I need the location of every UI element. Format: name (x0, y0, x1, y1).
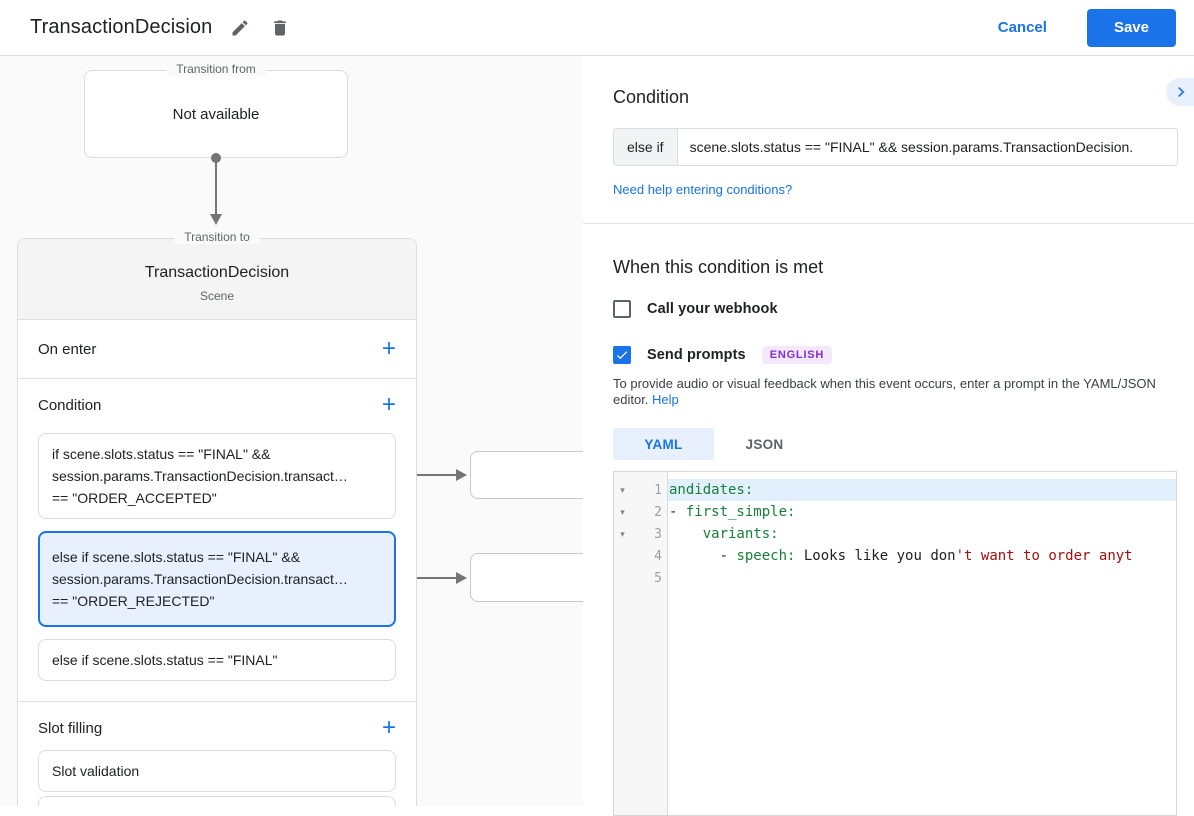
title-group: TransactionDecision (30, 16, 292, 40)
send-prompts-row: Send prompts ENGLISH (613, 346, 1194, 364)
slot-validation-card[interactable]: Slot validation (38, 750, 396, 792)
check-icon (616, 351, 628, 360)
webhook-checkbox[interactable] (613, 300, 631, 318)
transition-from-value: Not available (172, 105, 260, 123)
gutter-row: ▾ 3 (614, 523, 667, 545)
slot-card-partial[interactable] (38, 796, 396, 806)
slot-card-line: Slot validation (52, 763, 140, 779)
condition-card-line: else if scene.slots.status == "FINAL" && (52, 549, 301, 565)
line-number: 5 (654, 570, 662, 586)
condition-label: Condition (38, 396, 102, 414)
condition-input[interactable] (677, 129, 1177, 165)
editor-gutter: ▾ 1 ▾ 2 ▾ 3 4 5 (614, 472, 668, 815)
condition-card-selected[interactable]: else if scene.slots.status == "FINAL" &&… (38, 531, 396, 627)
on-enter-section: On enter + (18, 319, 416, 378)
scene-header: TransactionDecision Scene (18, 239, 416, 319)
page-title: TransactionDecision (30, 16, 213, 38)
condition-section-head: Condition + (38, 389, 396, 421)
condition-section: Condition + if scene.slots.status == "FI… (18, 378, 416, 701)
on-enter-label: On enter (38, 340, 97, 358)
webhook-label: Call your webhook (647, 301, 778, 317)
condition-prefix: else if (614, 129, 678, 165)
gutter-row: ▾ 2 (614, 501, 667, 523)
header-actions: Cancel Save (992, 8, 1176, 47)
section-divider (583, 223, 1194, 224)
save-button[interactable]: Save (1086, 8, 1176, 47)
line-number: 3 (654, 526, 662, 542)
transition-from-legend: Transition from (166, 62, 266, 76)
transition-target-box[interactable] (470, 553, 583, 602)
trash-icon (274, 20, 287, 35)
condition-card-line: == "ORDER_REJECTED" (52, 593, 215, 609)
condition-help-link[interactable]: Need help entering conditions? (613, 182, 793, 197)
condition-detail-panel: Condition else if Need help entering con… (583, 56, 1194, 816)
gutter-row: 4 (614, 545, 667, 567)
code-line: andidates: (668, 479, 1176, 501)
pencil-icon (232, 19, 248, 35)
condition-card-line: == "ORDER_ACCEPTED" (52, 490, 217, 506)
line-number: 1 (654, 482, 662, 498)
prompts-description: To provide audio or visual feedback when… (613, 376, 1194, 408)
condition-card-line: session.params.TransactionDecision.trans… (52, 468, 348, 484)
cancel-button[interactable]: Cancel (992, 18, 1053, 37)
condition-card-line: else if scene.slots.status == "FINAL" (52, 652, 278, 668)
prompts-description-line: editor. (613, 392, 649, 407)
flow-canvas: Transition from Not available Transition… (0, 56, 583, 806)
condition-expression-row: else if (613, 128, 1178, 166)
line-number: 4 (654, 548, 662, 564)
edit-scene-button[interactable] (228, 16, 252, 40)
add-slot-filling-button[interactable]: + (381, 714, 396, 741)
scene-subtitle: Scene (199, 289, 235, 303)
tab-yaml[interactable]: YAML (613, 428, 714, 460)
language-badge: ENGLISH (761, 346, 833, 364)
code-line: - speech: Looks like you don't want to o… (669, 548, 1133, 564)
condition-heading: Condition (613, 87, 690, 107)
top-bar: TransactionDecision Cancel Save (0, 0, 1194, 56)
send-prompts-checkbox[interactable] (613, 346, 631, 364)
chevron-right-icon (1178, 87, 1185, 97)
add-on-enter-button[interactable]: + (381, 335, 396, 362)
transition-from-box: Transition from Not available (84, 62, 348, 158)
collapse-panel-button[interactable] (1166, 78, 1194, 106)
send-prompts-label: Send prompts (647, 347, 746, 363)
fold-arrow-icon[interactable]: ▾ (620, 528, 625, 539)
when-condition-heading: When this condition is met (613, 257, 824, 277)
scene-node: Transition to TransactionDecision Scene … (17, 230, 417, 806)
scene-title: TransactionDecision (144, 264, 290, 281)
transition-to-legend: Transition to (174, 230, 260, 244)
slot-filling-label: Slot filling (38, 719, 103, 737)
fold-arrow-icon[interactable]: ▾ (620, 506, 625, 517)
help-link[interactable]: Help (652, 392, 679, 407)
tab-json[interactable]: JSON (745, 436, 784, 452)
slot-filling-section: Slot filling + Slot validation (18, 701, 416, 806)
condition-card-line: session.params.TransactionDecision.trans… (52, 571, 348, 587)
gutter-row: 5 (614, 567, 667, 589)
webhook-row: Call your webhook (613, 300, 1194, 318)
gutter-row: ▾ 1 (614, 479, 667, 501)
condition-card[interactable]: else if scene.slots.status == "FINAL" (38, 639, 396, 681)
add-condition-button[interactable]: + (381, 391, 396, 418)
code-line (668, 567, 1176, 589)
condition-card-line: if scene.slots.status == "FINAL" && (52, 446, 271, 462)
prompts-description-line: To provide audio or visual feedback when… (613, 376, 1156, 391)
editor-tabs: YAML JSON (613, 428, 1194, 460)
slot-filling-section-head: Slot filling + (38, 712, 396, 744)
yaml-editor[interactable]: ▾ 1 ▾ 2 ▾ 3 4 5 andidates: - first_simpl… (613, 471, 1177, 816)
code-line: - first_simple: (669, 504, 796, 520)
transition-target-box[interactable] (470, 451, 583, 499)
code-line: variants: (702, 526, 779, 542)
condition-card[interactable]: if scene.slots.status == "FINAL" && sess… (38, 433, 396, 519)
delete-scene-button[interactable] (268, 16, 292, 40)
editor-code-area[interactable]: andidates: - first_simple: variants: - s… (668, 472, 1176, 815)
line-number: 2 (654, 504, 662, 520)
fold-arrow-icon[interactable]: ▾ (620, 484, 625, 495)
